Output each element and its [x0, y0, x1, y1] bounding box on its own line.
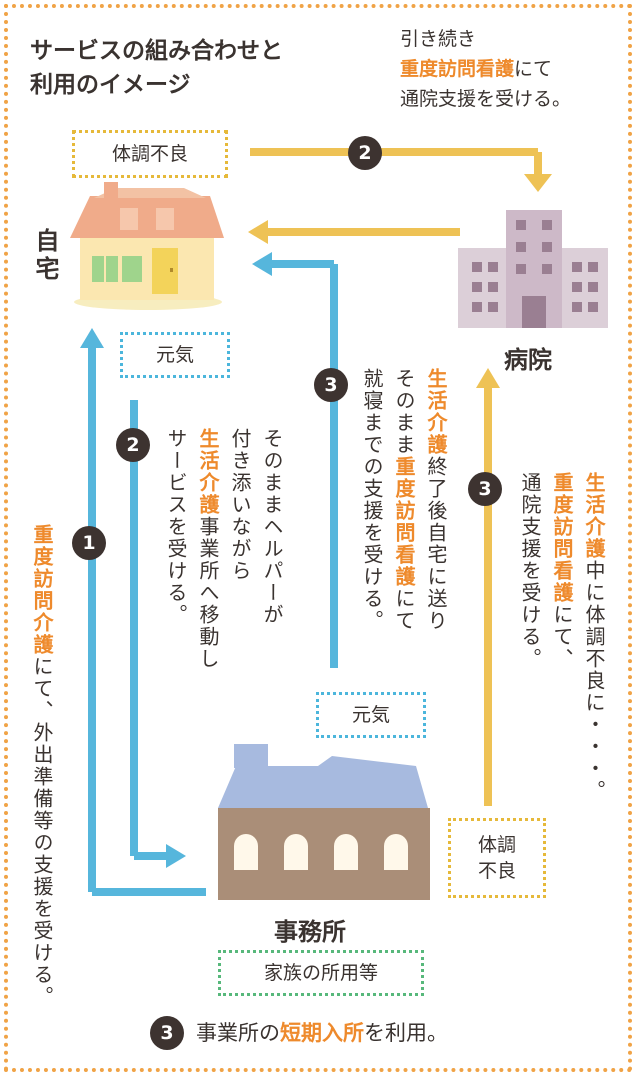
badge-3-right: 3 — [468, 472, 502, 506]
caption-return-line-1-rest: 終了後自宅に送り — [424, 456, 448, 632]
caption-return-home: 生活介護終了後自宅に送り そのまま重度訪問看護にて 就寝までの支援を受ける。 — [356, 368, 452, 688]
hospital-building-image — [458, 210, 608, 328]
tag-healthy-left-text: 元気 — [155, 344, 194, 366]
yellow-arrow-hospital-to-home — [248, 220, 460, 244]
blue-arrow-office-to-home — [252, 252, 338, 668]
caption-return-line-2-rest: にて — [392, 588, 416, 632]
outer-dotted-frame — [4, 4, 632, 1072]
caption-hospital-highlight-1: 生活介護 — [582, 472, 606, 560]
tag-unwell-top: 体調不良 — [72, 130, 228, 178]
blue-arrow-home-to-office — [130, 400, 186, 868]
top-note-line-2: 重度訪問看護にて — [400, 54, 571, 84]
caption-move-line-3-rest: 事業所へ移動し — [196, 516, 220, 670]
yellow-arrow-office-to-hospital — [476, 368, 500, 806]
title-line-2: 利用のイメージ — [30, 72, 191, 98]
tag-unwell-top-text: 体調不良 — [111, 143, 188, 165]
badge-3-middle: 3 — [314, 368, 348, 402]
caption-hospital-visit: 生活介護中に体調不良に・・・。 重度訪問看護にて、 通院支援を受ける。 — [514, 472, 610, 832]
tag-family-errand: 家族の所用等 — [218, 950, 424, 996]
bottom-note: 事業所の短期入所を利用。 — [196, 1016, 448, 1050]
top-note-line-1: 引き続き — [400, 28, 477, 50]
tag-healthy-left: 元気 — [120, 332, 230, 378]
top-note-line-2-rest: にて — [514, 58, 553, 80]
caption-return-highlight-1: 生活介護 — [424, 368, 448, 456]
bottom-note-highlight: 短期入所 — [280, 1021, 364, 1045]
tag-unwell-right-line-1: 体調 — [477, 834, 516, 856]
caption-return-line-2-prefix: そのまま — [392, 368, 416, 456]
hospital-label: 病院 — [504, 346, 552, 374]
blue-arrow-outing-loop — [80, 328, 206, 896]
caption-return-line-3: 就寝までの支援を受ける。 — [360, 368, 384, 632]
bottom-note-prefix: 事業所の — [196, 1021, 280, 1045]
caption-outing-rest: にて、外出準備等の支援を受ける。 — [30, 656, 54, 1008]
caption-hospital-line-2-rest: にて、 — [550, 604, 574, 670]
tag-unwell-right: 体調 不良 — [448, 818, 546, 898]
badge-3-bottom: 3 — [150, 1016, 184, 1050]
home-label: 自宅 — [31, 228, 59, 284]
caption-move-line-2: 付き添いながら — [228, 428, 252, 582]
bottom-note-suffix: を利用。 — [364, 1021, 448, 1045]
caption-hospital-line-3: 通院支援を受ける。 — [518, 472, 542, 670]
tag-family-text: 家族の所用等 — [263, 962, 378, 984]
tag-healthy-bottom-text: 元気 — [351, 704, 390, 726]
office-label: 事務所 — [274, 918, 346, 946]
office-building-image — [218, 744, 430, 900]
caption-outing-preparation: 重度訪問介護にて、外出準備等の支援を受ける。 — [26, 524, 58, 1064]
badge-2-top: 2 — [348, 136, 382, 170]
home-building-image — [70, 182, 224, 310]
badge-1: 1 — [72, 526, 106, 560]
top-note: 引き続き 重度訪問看護にて 通院支援を受ける。 — [400, 24, 571, 114]
caption-hospital-highlight-2: 重度訪問看護 — [550, 472, 574, 604]
badge-2-left: 2 — [116, 428, 150, 462]
caption-move-to-office: そのままヘルパーが 付き添いながら 生活介護事業所へ移動し サービスを受ける。 — [160, 428, 288, 748]
top-note-highlight: 重度訪問看護 — [400, 58, 515, 80]
caption-return-highlight-2: 重度訪問看護 — [392, 456, 416, 588]
title-line-1: サービスの組み合わせと — [30, 38, 283, 64]
tag-unwell-right-line-2: 不良 — [477, 860, 516, 882]
yellow-arrow-home-to-hospital — [250, 148, 552, 192]
caption-move-line-4: サービスを受ける。 — [164, 428, 188, 626]
caption-move-line-1: そのままヘルパーが — [260, 428, 284, 626]
top-note-line-3: 通院支援を受ける。 — [400, 88, 572, 110]
caption-move-highlight: 生活介護 — [196, 428, 220, 516]
caption-outing-highlight: 重度訪問介護 — [30, 524, 54, 656]
tag-healthy-bottom: 元気 — [316, 692, 426, 738]
diagram-title: サービスの組み合わせと 利用のイメージ — [30, 34, 283, 102]
caption-hospital-line-1-rest: 中に体調不良に・・・。 — [582, 560, 606, 802]
